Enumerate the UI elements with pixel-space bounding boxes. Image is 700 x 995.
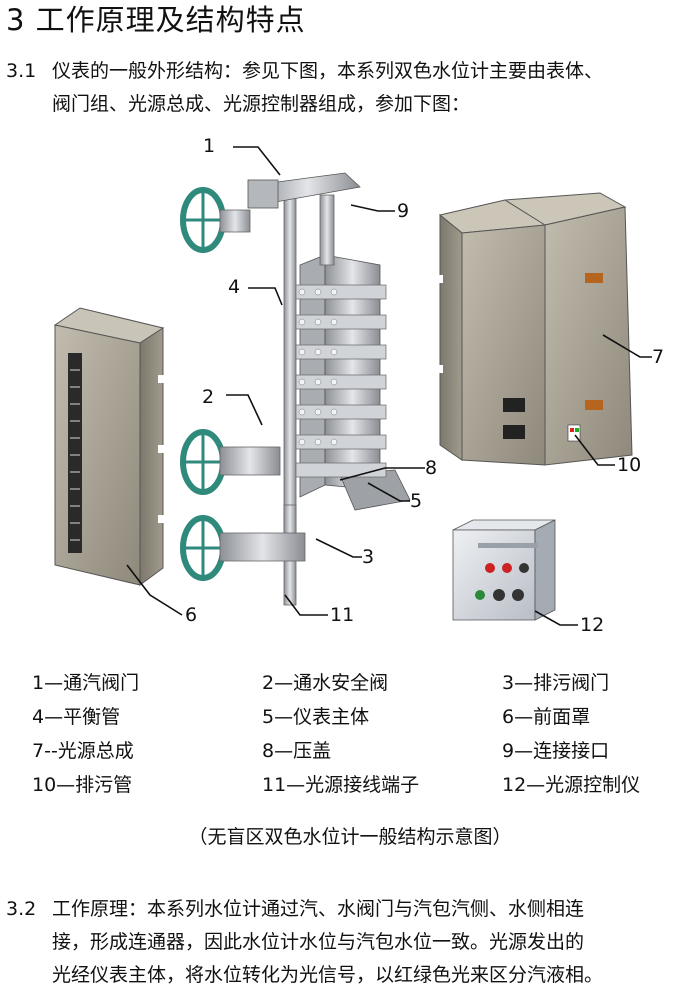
callout-2: 2 [202,386,214,408]
legend-item: 9—连接接口 [502,740,610,762]
steam-valve-handwheel [180,187,251,253]
legend-row: 7--光源总成 8—压盖 9—连接接口 [0,734,700,768]
callout-1: 1 [203,135,215,157]
legend-item: 11—光源接线端子 [262,774,420,796]
legend-row: 4—平衡管 5—仪表主体 6—前面罩 [0,700,700,734]
section-3-2-number: 3.2 [6,898,37,920]
legend-item: 2—通水安全阀 [262,672,389,694]
legend-item: 5—仪表主体 [262,706,370,728]
leader-lines [126,146,652,626]
parts-legend: 1—通汽阀门 2—通水安全阀 3—排污阀门 4—平衡管 5—仪表主体 6—前面罩… [0,666,700,802]
legend-row: 10—排污管 11—光源接线端子 12—光源控制仪 [0,768,700,802]
legend-item: 3—排污阀门 [502,672,610,694]
callout-12: 12 [580,614,604,636]
section-3-1-line-1: 3.1 仪表的一般外形结构：参见下图，本系列双色水位计主要由表体、 [6,55,603,87]
legend-item: 12—光源控制仪 [502,774,641,796]
callout-11: 11 [330,604,354,626]
meter-body [295,254,411,511]
callout-9: 9 [397,200,409,222]
legend-item: 6—前面罩 [502,706,591,728]
connection-interface [247,172,361,266]
section-3-2-line-3: 光经仪表主体，将水位转化为光信号，以红绿色光来区分汽液相。 [52,964,604,986]
callout-5: 5 [410,490,422,512]
light-source-assembly [438,192,633,466]
section-3-1-line-2: 阀门组、光源总成、光源控制器组成，参加下图： [52,93,471,115]
section-3-2-line-2: 接，形成连通器，因此水位计水位与汽包水位一致。光源发出的 [52,931,585,953]
callout-7: 7 [652,346,664,368]
light-source-controller [452,519,556,621]
legend-item: 8—压盖 [262,740,332,762]
callout-3: 3 [362,546,374,568]
legend-row: 1—通汽阀门 2—通水安全阀 3—排污阀门 [0,666,700,700]
legend-item: 1—通汽阀门 [32,672,140,694]
figure-caption: （无盲区双色水位计一般结构示意图） [188,826,512,848]
callout-8: 8 [425,457,437,479]
legend-item: 4—平衡管 [32,706,121,728]
front-cover [53,307,165,586]
callout-4: 4 [228,276,240,298]
callout-10: 10 [617,454,641,476]
water-safety-valve-handwheel [180,429,281,495]
section-3-2-line-1: 3.2 工作原理：本系列水位计通过汽、水阀门与汽包汽侧、水侧相连 [6,893,584,925]
section-3-1-text-1: 仪表的一般外形结构：参见下图，本系列双色水位计主要由表体、 [52,60,604,82]
section-heading: 3 工作原理及结构特点 [6,3,306,37]
structure-diagram: 1 2 3 4 5 6 7 8 9 10 11 12 [53,135,664,636]
section-3-2-text-1: 工作原理：本系列水位计通过汽、水阀门与汽包汽侧、水侧相连 [52,898,585,920]
legend-item: 7--光源总成 [32,740,134,762]
callout-6: 6 [185,604,197,626]
section-3-1-number: 3.1 [6,60,37,82]
drain-valve-handwheel [180,515,306,581]
legend-item: 10—排污管 [32,774,133,796]
